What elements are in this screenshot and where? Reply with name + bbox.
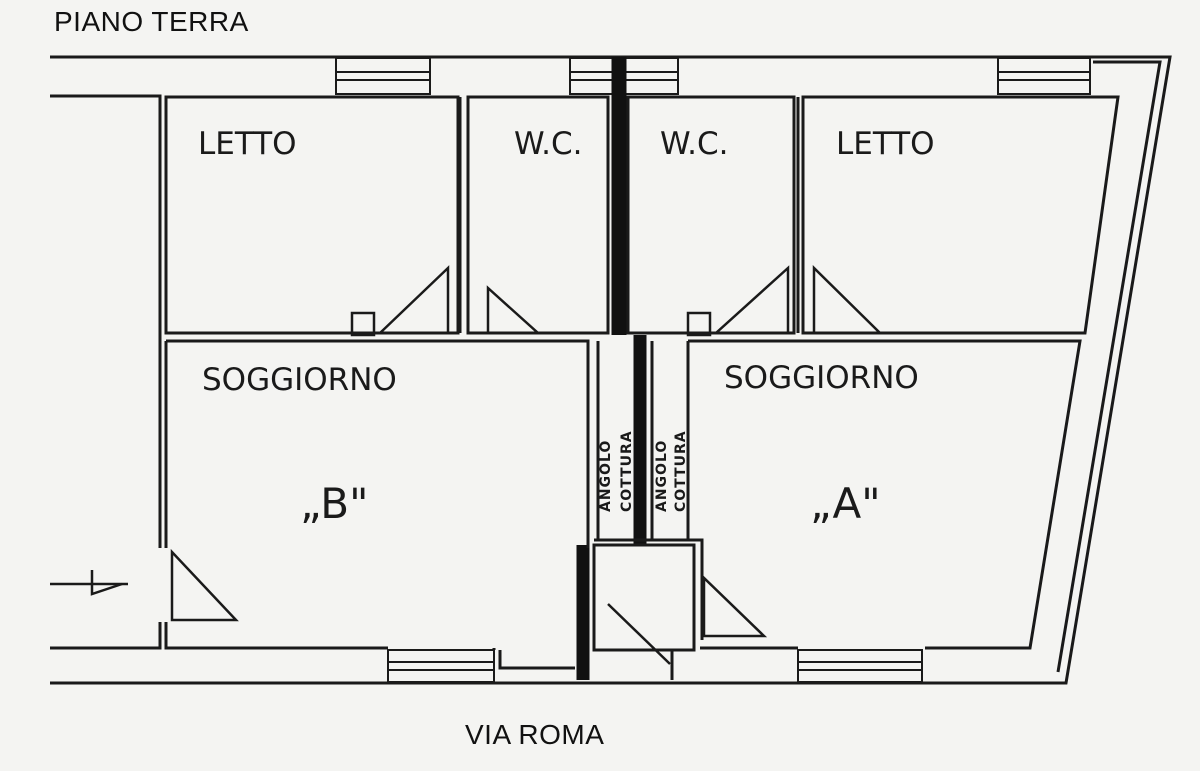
- cottura-label-a-line2: COTTURA: [673, 430, 689, 512]
- room-label-soggiorno-a: SOGGIORNO: [724, 360, 919, 396]
- cottura-label-b-line2: COTTURA: [619, 430, 635, 512]
- unit-label-a: „A": [810, 479, 881, 528]
- room-label-letto-a: LETTO: [836, 126, 935, 162]
- upper-rooms: [164, 95, 1120, 335]
- unit-label-b: „B": [300, 479, 368, 528]
- top-windows: [335, 57, 1091, 95]
- entrance-arrow-icon: [50, 570, 128, 596]
- room-label-soggiorno-b: SOGGIORNO: [202, 362, 397, 398]
- party-wall: [576, 57, 647, 680]
- room-label-wc-a: W.C.: [660, 126, 728, 162]
- bottom-windows: [387, 649, 923, 683]
- street-label: VIA ROMA: [465, 719, 605, 750]
- cottura-label-a-line1: ANGOLO: [654, 440, 670, 512]
- floor-title: PIANO TERRA: [54, 6, 249, 37]
- living-rooms: [164, 339, 1082, 670]
- doors: [170, 265, 884, 665]
- cottura-label-b-line1: ANGOLO: [598, 440, 614, 512]
- entrance-block: [592, 538, 704, 680]
- room-label-wc-b: W.C.: [514, 126, 582, 162]
- room-label-letto-b: LETTO: [198, 126, 297, 162]
